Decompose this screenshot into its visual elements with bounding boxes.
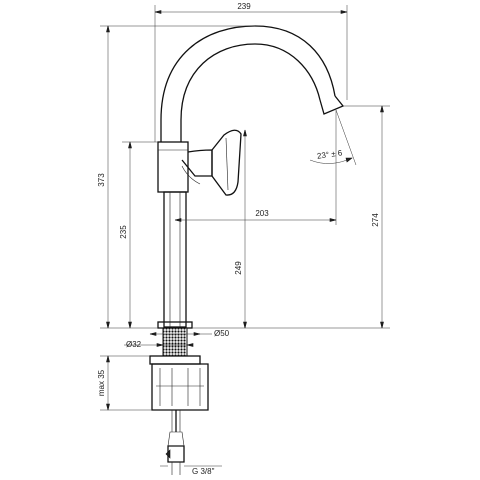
label-spout-reach: 203 (255, 209, 269, 218)
label-overall-height: 373 (97, 173, 106, 187)
body-column (163, 191, 187, 328)
label-swivel-angle: 23° ± 6 (316, 148, 343, 161)
washer (149, 355, 201, 365)
label-lever-height: 235 (119, 225, 128, 239)
spout-inner (180, 43, 321, 142)
spout-nozzle (319, 95, 345, 115)
label-shank-diameter: Ø32 (126, 340, 142, 349)
lever-handle (211, 129, 242, 196)
spout-outer (160, 25, 336, 142)
label-overall-width: 239 (237, 2, 251, 11)
faucet-outline (149, 25, 345, 475)
label-body-height: 249 (234, 261, 243, 275)
threaded-shank (162, 327, 188, 357)
hose-fitting (167, 445, 185, 463)
dimension-lines (100, 5, 390, 467)
dimension-labels: 239 373 235 249 274 203 23° ± 6 Ø50 Ø32 … (97, 2, 380, 476)
lever-housing (157, 141, 189, 193)
label-connection-thread: G 3/8" (192, 467, 215, 476)
lever-neck (181, 149, 213, 177)
mounting-nut (151, 363, 209, 411)
label-base-diameter: Ø50 (214, 329, 230, 338)
label-spout-height: 274 (371, 213, 380, 227)
label-max-mount: max 35 (97, 369, 106, 396)
